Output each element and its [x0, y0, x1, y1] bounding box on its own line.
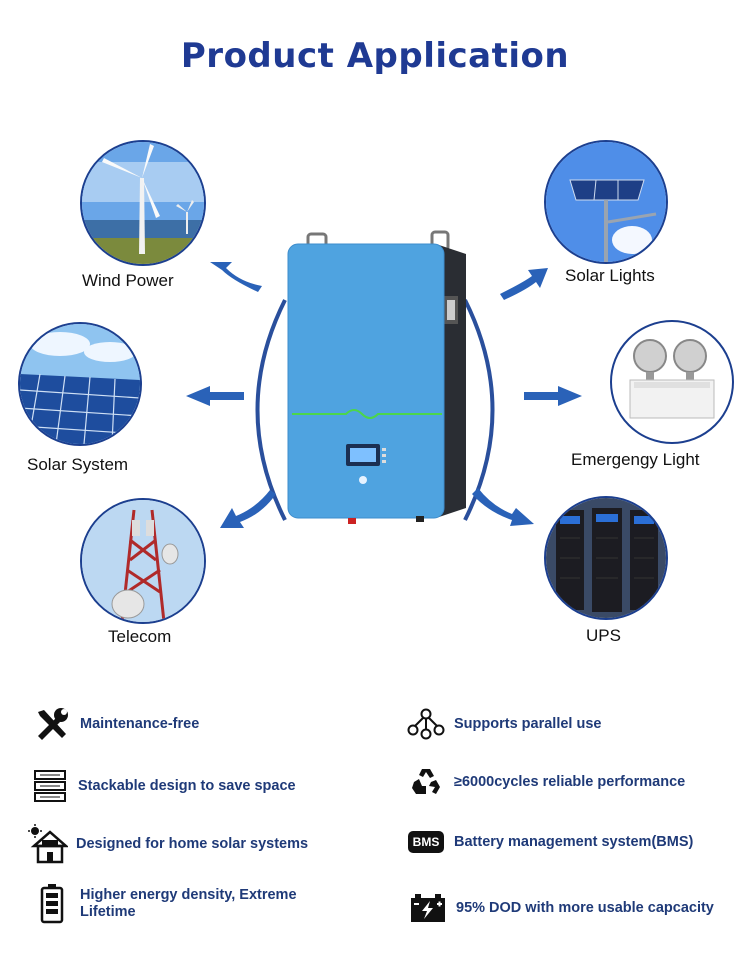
- solar-lights-label: Solar Lights: [565, 266, 655, 285]
- wind-power-image: [80, 140, 206, 266]
- feature-home-solar: Designed for home solar systems: [28, 824, 308, 864]
- wind-power-label: Wind Power: [82, 271, 174, 290]
- feature-dod: 95% DOD with more usable capcacity: [408, 888, 714, 928]
- feature-dod-text: 95% DOD with more usable capcacity: [456, 899, 714, 916]
- feature-stackable: Stackable design to save space: [30, 766, 296, 806]
- solar-house-icon: [28, 824, 68, 864]
- feature-bms-text: Battery management system(BMS): [454, 833, 694, 850]
- emergency-light-label: Emergengy Light: [571, 450, 700, 469]
- telecom-image: [80, 498, 206, 624]
- solar-lights-image: [544, 140, 668, 264]
- bms-badge: BMS: [407, 831, 445, 853]
- feature-cycles: ≥6000cycles reliable performance: [406, 762, 685, 802]
- solar-system-image: [18, 322, 142, 446]
- feature-energy-density: Higher energy density, Extreme Lifetime: [32, 884, 320, 924]
- feature-parallel: Supports parallel use: [406, 704, 601, 744]
- solar-system-label: Solar System: [27, 455, 129, 474]
- feature-home-solar-text: Designed for home solar systems: [76, 835, 309, 852]
- bms-icon: BMS: [406, 822, 446, 862]
- feature-bms: BMS Battery management system(BMS): [406, 822, 693, 862]
- feature-maintenance: Maintenance-free: [32, 704, 199, 744]
- feature-stackable-text: Stackable design to save space: [78, 777, 296, 794]
- feature-cycles-text: ≥6000cycles reliable performance: [454, 773, 686, 790]
- recycle-icon: [406, 762, 446, 802]
- battery-icon: [32, 884, 72, 924]
- feature-parallel-text: Supports parallel use: [454, 715, 602, 732]
- tools-icon: [32, 704, 72, 744]
- ups-label: UPS: [586, 626, 621, 645]
- battery-product: [284, 230, 469, 530]
- ups-image: [544, 496, 668, 620]
- feature-maintenance-text: Maintenance-free: [80, 715, 200, 732]
- page-title: Product Application: [180, 36, 570, 76]
- feature-energy-density-text: Higher energy density, Extreme Lifetime: [80, 887, 297, 920]
- telecom-label: Telecom: [108, 627, 172, 646]
- charging-battery-icon: [408, 888, 448, 928]
- emergency-light-image: [610, 320, 734, 444]
- network-icon: [406, 704, 446, 744]
- stack-icon: [30, 766, 70, 806]
